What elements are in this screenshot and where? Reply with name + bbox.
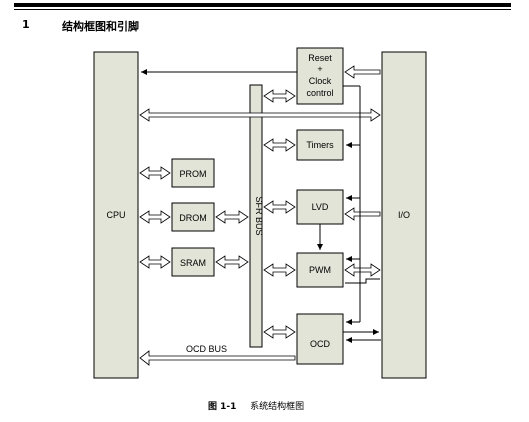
lvd-label: LVD — [312, 202, 329, 212]
section-number: 1 — [22, 18, 30, 31]
cpu-drom-arrow — [139, 210, 171, 224]
ocd-block — [296, 313, 344, 365]
control-label: control — [306, 88, 333, 98]
ocd-bus-arrow — [139, 350, 296, 366]
figure-caption: 图 1-1 系统结构框图 — [208, 399, 304, 412]
timers-label: Timers — [306, 140, 334, 150]
reset-clock-block — [296, 47, 344, 105]
sram-label: SRAM — [180, 258, 206, 268]
pwm-io-arrow — [344, 263, 381, 277]
sfr-bus-label: SFR BUS — [254, 196, 264, 235]
pwm-block — [296, 252, 344, 288]
sfr-reset-arrow — [263, 89, 296, 103]
cpu-block — [93, 51, 139, 379]
sfr-pwm-arrow — [263, 263, 296, 277]
header-rule-thick — [14, 3, 511, 7]
io-label: I/O — [398, 210, 410, 220]
pwm-feedback-line — [345, 278, 380, 284]
sram-block — [171, 247, 215, 277]
ocd-label: OCD — [310, 339, 331, 349]
sram-sfr-arrow — [215, 255, 249, 269]
figure-number: 图 1-1 — [208, 402, 237, 412]
drom-block — [171, 202, 215, 232]
sfr-timers-arrow — [263, 138, 296, 152]
lvd-block — [296, 189, 344, 225]
section-title: 结构框图和引脚 — [62, 20, 139, 33]
drom-sfr-arrow — [215, 210, 249, 224]
sfr-bus-block — [249, 84, 263, 348]
reset-label: Reset — [308, 53, 332, 63]
timers-block — [296, 129, 344, 161]
ocd-bus-label: OCD BUS — [186, 344, 227, 354]
figure-title: 系统结构框图 — [250, 402, 305, 412]
cpu-sram-arrow — [139, 255, 171, 269]
prom-block — [171, 158, 215, 188]
io-lvd-arrow — [344, 207, 381, 221]
clock-label: Clock — [309, 76, 332, 86]
drom-label: DROM — [179, 213, 207, 223]
io-reset-arrow — [344, 65, 381, 79]
sfr-lvd-arrow — [263, 200, 296, 214]
header-rule-thin — [14, 9, 511, 10]
cpu-label: CPU — [106, 210, 125, 220]
io-block — [381, 51, 427, 379]
cpu-prom-arrow — [139, 166, 171, 180]
pwm-label: PWM — [309, 265, 331, 275]
sfr-ocd-arrow — [263, 325, 296, 339]
prom-label: PROM — [180, 169, 207, 179]
plus-label: + — [317, 64, 322, 74]
cpu-io-bus-arrow — [139, 108, 381, 122]
